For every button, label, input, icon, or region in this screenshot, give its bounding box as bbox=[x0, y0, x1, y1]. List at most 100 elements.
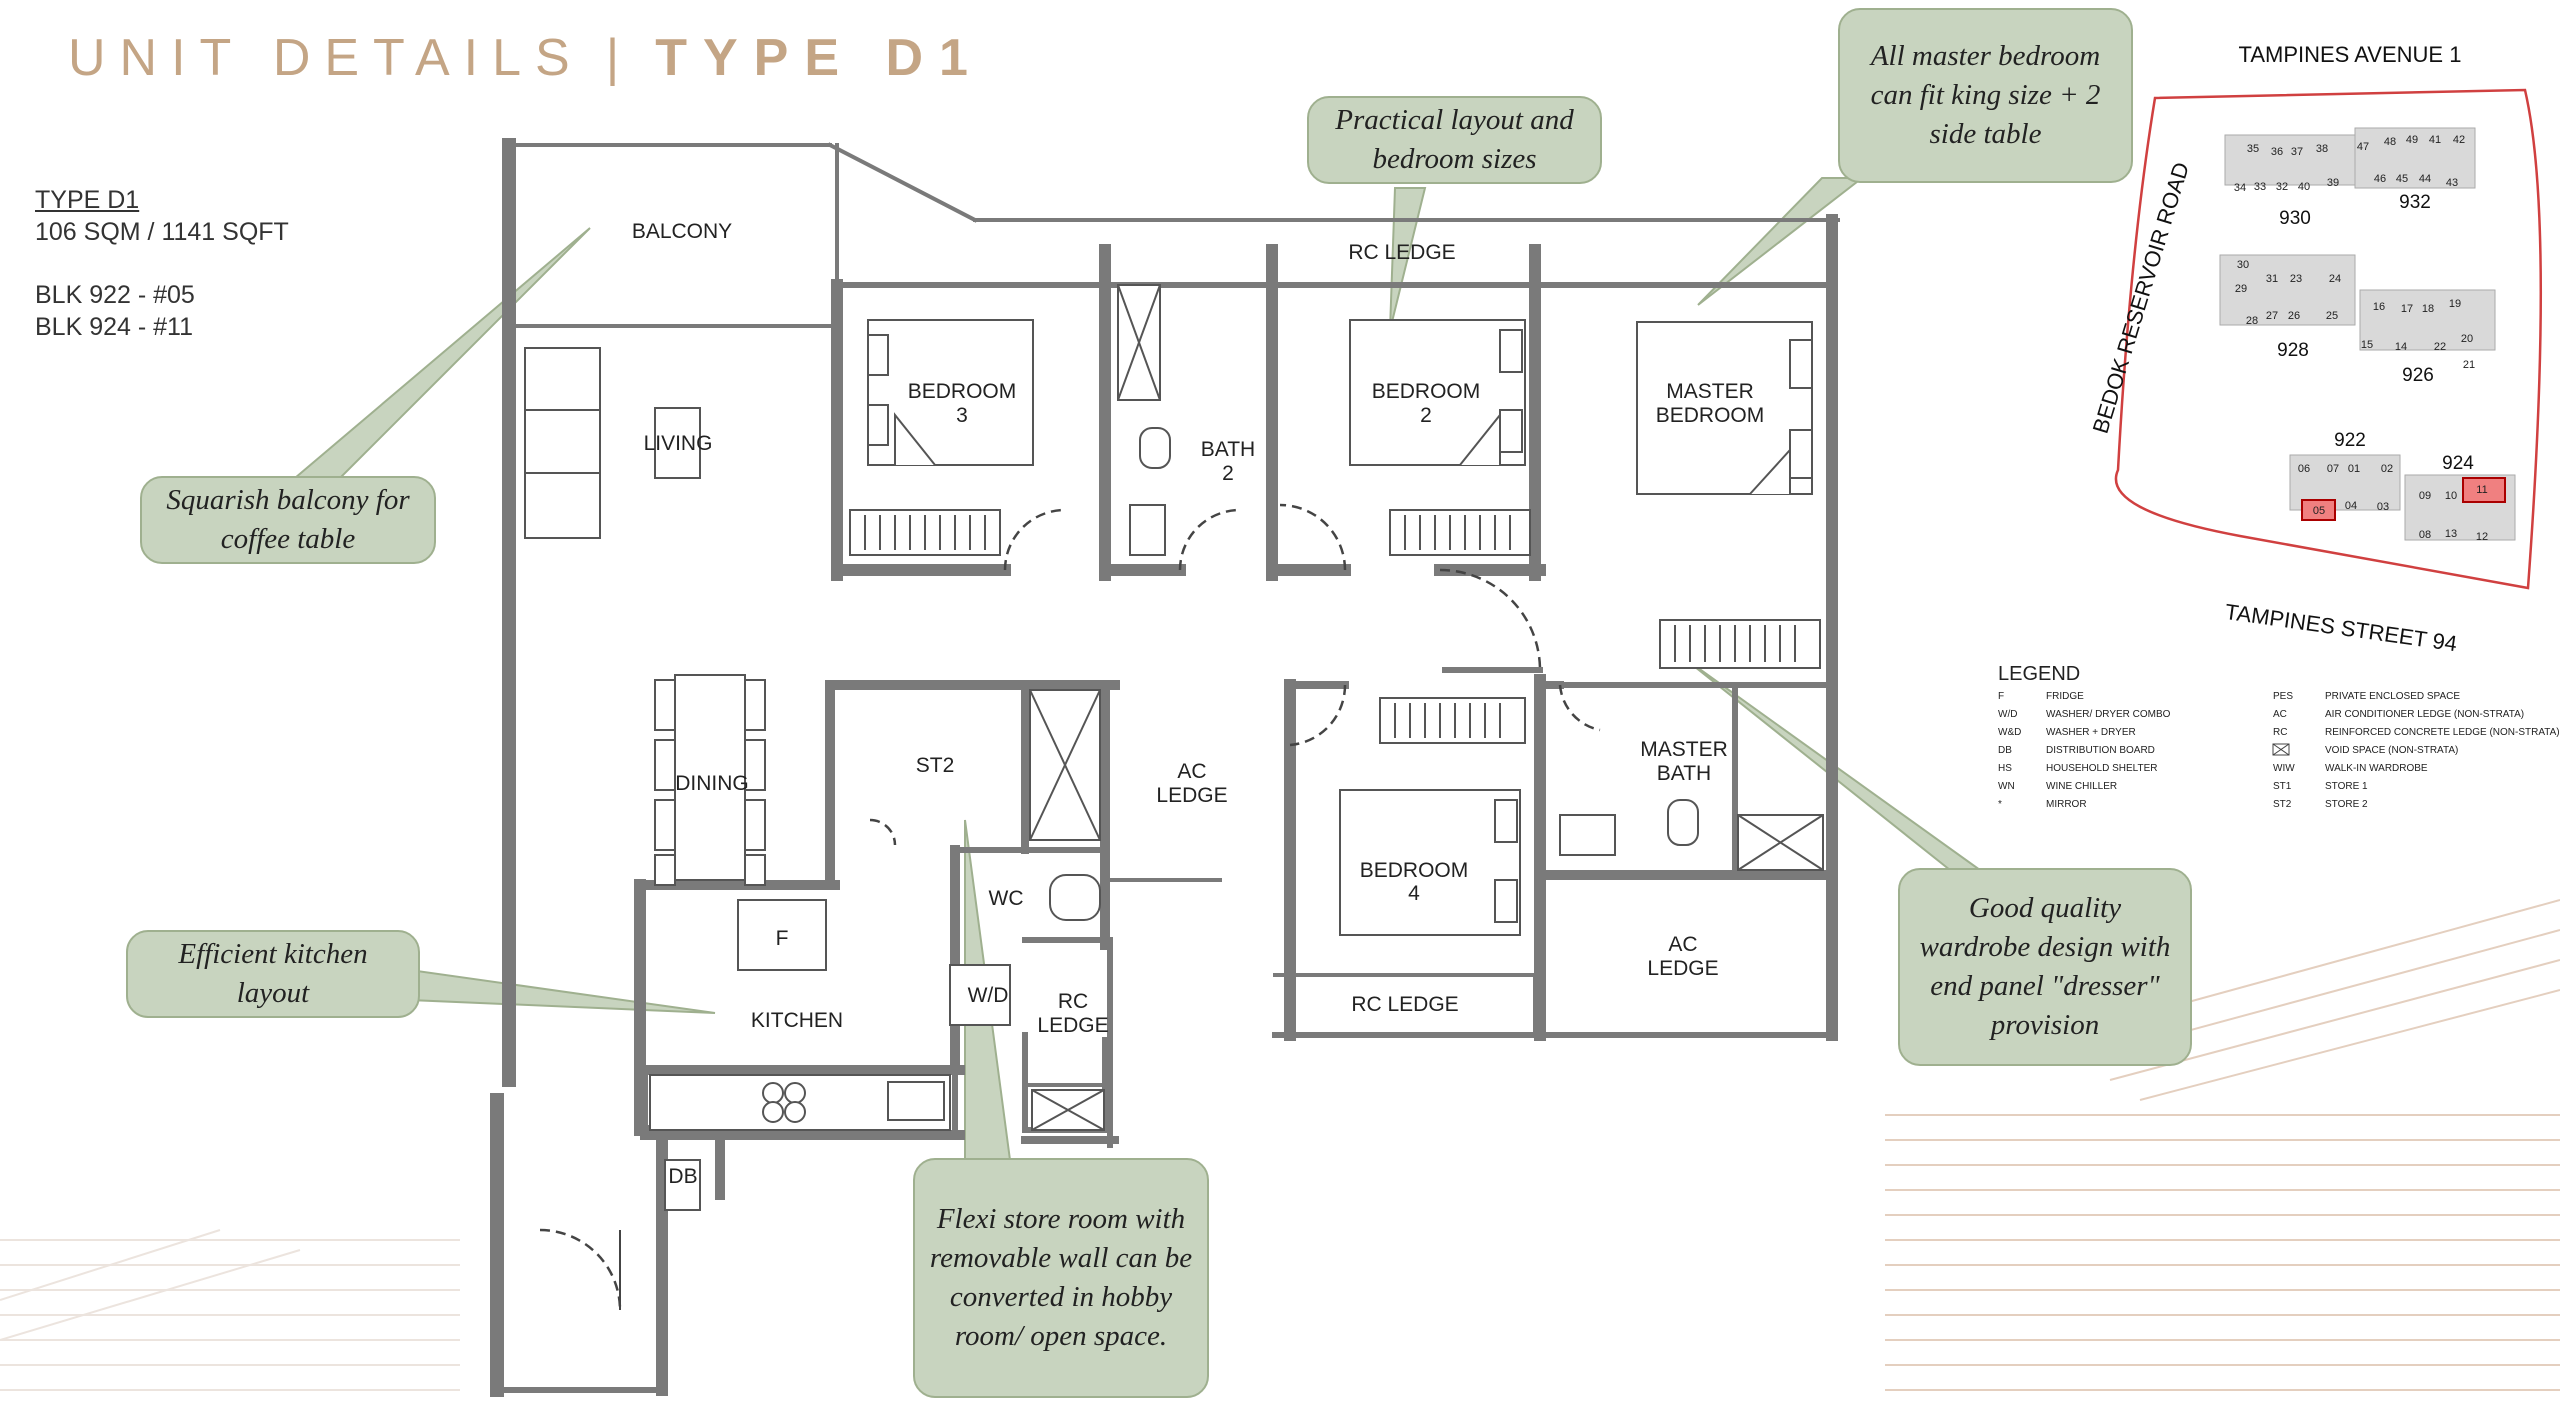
room-label-rc-ledge-small-line1: RC bbox=[1058, 990, 1088, 1013]
site-block-922: 922 bbox=[2334, 430, 2366, 451]
room-label-living: LIVING bbox=[644, 432, 713, 455]
site-unit: 46 bbox=[2374, 173, 2386, 185]
site-unit: 28 bbox=[2246, 315, 2258, 327]
site-unit: 35 bbox=[2247, 143, 2259, 155]
site-plan: TAMPINES AVENUE 1 TAMPINES STREET 94 BED… bbox=[2088, 42, 2543, 656]
legend-code: WN bbox=[1998, 781, 2015, 792]
legend-code: * bbox=[1998, 799, 2002, 810]
site-unit: 07 bbox=[2327, 463, 2339, 475]
site-unit: 20 bbox=[2461, 333, 2473, 345]
legend-code: ST2 bbox=[2273, 799, 2292, 810]
title-unit-type: TYPE D1 bbox=[655, 29, 984, 87]
site-unit: 22 bbox=[2434, 341, 2446, 353]
site-road-bottom: TAMPINES STREET 94 bbox=[2223, 599, 2458, 656]
site-unit: 37 bbox=[2291, 146, 2303, 158]
legend-desc: VOID SPACE (NON-STRATA) bbox=[2325, 745, 2458, 756]
site-unit: 10 bbox=[2445, 490, 2457, 502]
legend-desc: MIRROR bbox=[2046, 799, 2087, 810]
site-unit: 06 bbox=[2298, 463, 2310, 475]
room-label-bedroom3-line2: 3 bbox=[956, 404, 968, 427]
site-unit: 36 bbox=[2271, 146, 2283, 158]
site-block-926: 926 bbox=[2402, 365, 2434, 386]
site-unit: 09 bbox=[2419, 490, 2431, 502]
legend-code: W&D bbox=[1998, 727, 2021, 738]
highlight-unit-05 bbox=[2301, 499, 2336, 521]
page-title: UNIT DETAILS|TYPE D1 bbox=[68, 28, 984, 88]
furniture bbox=[524, 284, 1824, 1211]
site-unit: 24 bbox=[2329, 273, 2341, 285]
room-label-bedroom3-line1: BEDROOM bbox=[908, 380, 1017, 403]
room-label-acledge1-line2: LEDGE bbox=[1156, 784, 1227, 807]
site-unit: 34 bbox=[2234, 182, 2246, 194]
legend-desc: DISTRIBUTION BOARD bbox=[2046, 745, 2155, 756]
room-label-masterbath-line2: BATH bbox=[1657, 762, 1711, 785]
site-block-928: 928 bbox=[2277, 340, 2309, 361]
door-swings bbox=[539, 503, 1601, 1311]
site-unit: 31 bbox=[2266, 273, 2278, 285]
legend-desc: WASHER/ DRYER COMBO bbox=[2046, 709, 2171, 720]
callout-wardrobe: Good quality wardrobe design with end pa… bbox=[1898, 868, 2192, 1066]
site-unit: 38 bbox=[2316, 143, 2328, 155]
room-label-bath2-line1: BATH bbox=[1201, 438, 1255, 461]
callout-kitchen: Efficient kitchen layout bbox=[126, 930, 420, 1018]
legend-desc: HOUSEHOLD SHELTER bbox=[2046, 763, 2158, 774]
site-unit: 29 bbox=[2235, 283, 2247, 295]
site-unit: 26 bbox=[2288, 310, 2300, 322]
room-label-acledge1-line1: AC bbox=[1177, 760, 1206, 783]
site-unit: 08 bbox=[2419, 529, 2431, 541]
room-label-rc-ledge-top: RC LEDGE bbox=[1348, 241, 1455, 264]
site-block-932: 932 bbox=[2399, 192, 2431, 213]
room-label-st2: ST2 bbox=[916, 754, 955, 777]
room-label-dining: DINING bbox=[675, 772, 749, 795]
room-label-db: DB bbox=[668, 1165, 697, 1188]
site-unit: 43 bbox=[2446, 177, 2458, 189]
decorative-lines-left bbox=[0, 1229, 460, 1391]
legend-code: WIW bbox=[2273, 763, 2295, 774]
site-block-924: 924 bbox=[2442, 453, 2474, 474]
site-unit: 42 bbox=[2453, 134, 2465, 146]
room-label-acledge2-line2: LEDGE bbox=[1647, 957, 1718, 980]
callout-bedrooms: Practical layout and bedroom sizes bbox=[1307, 96, 1602, 184]
site-unit: 49 bbox=[2406, 134, 2418, 146]
site-unit: 33 bbox=[2254, 181, 2266, 193]
legend-desc: AIR CONDITIONER LEDGE (NON-STRATA) bbox=[2325, 709, 2524, 720]
site-unit: 02 bbox=[2381, 463, 2393, 475]
legend-desc: PRIVATE ENCLOSED SPACE bbox=[2325, 691, 2460, 702]
site-unit: 32 bbox=[2276, 181, 2288, 193]
site-unit: 45 bbox=[2396, 173, 2408, 185]
legend-desc: REINFORCED CONCRETE LEDGE (NON-STRATA) bbox=[2325, 727, 2560, 738]
title-unit-details: UNIT DETAILS bbox=[68, 29, 584, 87]
room-label-bedroom2-line1: BEDROOM bbox=[1372, 380, 1481, 403]
legend-desc: STORE 2 bbox=[2325, 799, 2368, 810]
site-unit: 44 bbox=[2419, 173, 2431, 185]
room-label-rc-ledge-small-line2: LEDGE bbox=[1037, 1014, 1108, 1037]
site-unit: 04 bbox=[2345, 500, 2357, 512]
room-label-rc-ledge-bottom: RC LEDGE bbox=[1351, 993, 1458, 1016]
legend-code: DB bbox=[1998, 745, 2012, 756]
unit-blk-922: BLK 922 - #05 bbox=[35, 281, 195, 309]
site-unit: 05 bbox=[2313, 505, 2325, 517]
callout-store-room: Flexi store room with removable wall can… bbox=[913, 1158, 1209, 1398]
site-unit: 47 bbox=[2357, 141, 2369, 153]
legend-code: F bbox=[1998, 691, 2004, 702]
callout-balcony: Squarish balcony for coffee table bbox=[140, 476, 436, 564]
site-unit: 13 bbox=[2445, 528, 2457, 540]
unit-type-label: TYPE D1 bbox=[35, 184, 139, 216]
site-unit: 25 bbox=[2326, 310, 2338, 322]
site-unit: 30 bbox=[2237, 259, 2249, 271]
legend-desc: WINE CHILLER bbox=[2046, 781, 2117, 792]
site-unit: 18 bbox=[2422, 303, 2434, 315]
room-label-master-line1: MASTER bbox=[1666, 380, 1754, 403]
callout-master-bedroom: All master bedroom can fit king size + 2… bbox=[1838, 8, 2133, 183]
site-unit: 41 bbox=[2429, 134, 2441, 146]
room-label-wc: WC bbox=[989, 887, 1024, 910]
site-unit: 12 bbox=[2476, 531, 2488, 543]
site-unit: 17 bbox=[2401, 303, 2413, 315]
legend-code: ST1 bbox=[2273, 781, 2292, 792]
room-label-wd: W/D bbox=[968, 984, 1009, 1007]
legend-code: HS bbox=[1998, 763, 2012, 774]
site-unit: 19 bbox=[2449, 298, 2461, 310]
site-unit: 03 bbox=[2377, 501, 2389, 513]
